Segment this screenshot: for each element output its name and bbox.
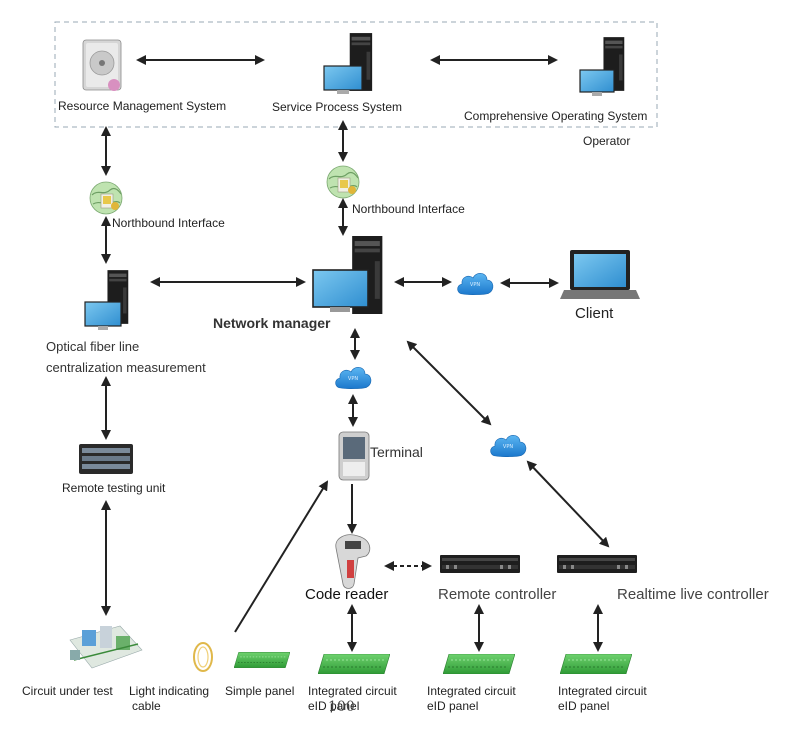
eid-panel-3-label-line2: eID panel xyxy=(558,699,610,713)
operator-group-label: Operator xyxy=(583,134,631,148)
vpn-cloud-icon xyxy=(490,434,527,458)
northbound-interface-center-icon xyxy=(326,165,360,199)
circuit-under-test-icon xyxy=(69,625,143,669)
remote-controller-label: Remote controller xyxy=(438,586,557,603)
terminal-label: Terminal xyxy=(370,444,423,460)
client-label: Client xyxy=(575,305,614,322)
light-cable-label-line2: cable xyxy=(132,699,161,713)
remote-controller-icon xyxy=(440,555,520,573)
eid-panel-icon xyxy=(560,654,632,674)
network-manager-icon xyxy=(312,236,383,314)
eid-panel-1-label-line1: Integrated circuit xyxy=(308,684,397,698)
realtime-controller-label: Realtime live controller xyxy=(617,586,769,603)
light-indicating-cable-icon xyxy=(193,642,213,672)
resource-management-system-icon xyxy=(82,39,122,91)
simple-panel-icon xyxy=(234,652,290,668)
client-laptop-icon xyxy=(560,250,640,299)
northbound-interface-left-icon xyxy=(89,181,123,215)
service-process-system-label: Service Process System xyxy=(272,100,403,114)
eid-panel-2-label-line2: eID panel xyxy=(427,699,479,713)
code-reader-label: Code reader xyxy=(305,586,389,603)
arrow-vpn-realtime xyxy=(526,460,610,548)
network-manager-label: Network manager xyxy=(213,315,331,331)
remote-testing-unit-label: Remote testing unit xyxy=(62,481,166,495)
arrow-simple-panel-terminal xyxy=(234,480,329,633)
terminal-device-icon xyxy=(338,431,370,481)
eid-panel-1-label-line2: eID panel xyxy=(308,699,360,713)
code-reader-icon xyxy=(335,534,371,589)
simple-panel-label: Simple panel xyxy=(225,684,295,698)
comprehensive-operating-system-icon xyxy=(579,37,625,96)
realtime-controller-icon xyxy=(557,555,637,573)
northbound-interface-left-label: Northbound Interface xyxy=(112,216,225,230)
eid-panel-2-label-line1: Integrated circuit xyxy=(427,684,516,698)
light-cable-label-line1: Light indicating xyxy=(129,684,210,698)
comprehensive-operating-system-label: Comprehensive Operating System xyxy=(464,109,648,123)
circuit-under-test-label: Circuit under test xyxy=(22,684,113,698)
remote-testing-unit-icon xyxy=(79,444,133,474)
vpn-cloud-icon xyxy=(335,366,372,390)
vpn-cloud-icon xyxy=(457,272,494,296)
arrow-network-vpn-diag xyxy=(406,340,492,426)
optical-fiber-label-line2: centralization measurement xyxy=(46,360,206,375)
service-process-system-icon xyxy=(323,33,373,94)
eid-panel-icon xyxy=(318,654,390,674)
eid-panel-3-label-line1: Integrated circuit xyxy=(558,684,647,698)
resource-management-system-label: Resource Management System xyxy=(58,99,227,113)
eid-panel-icon xyxy=(443,654,515,674)
optical-fiber-label-line1: Optical fiber line xyxy=(46,339,140,354)
northbound-interface-center-label: Northbound Interface xyxy=(352,202,465,216)
optical-fiber-measurement-icon xyxy=(84,270,129,330)
figure-number: 100 xyxy=(328,699,355,715)
operator-group-border xyxy=(54,21,658,128)
